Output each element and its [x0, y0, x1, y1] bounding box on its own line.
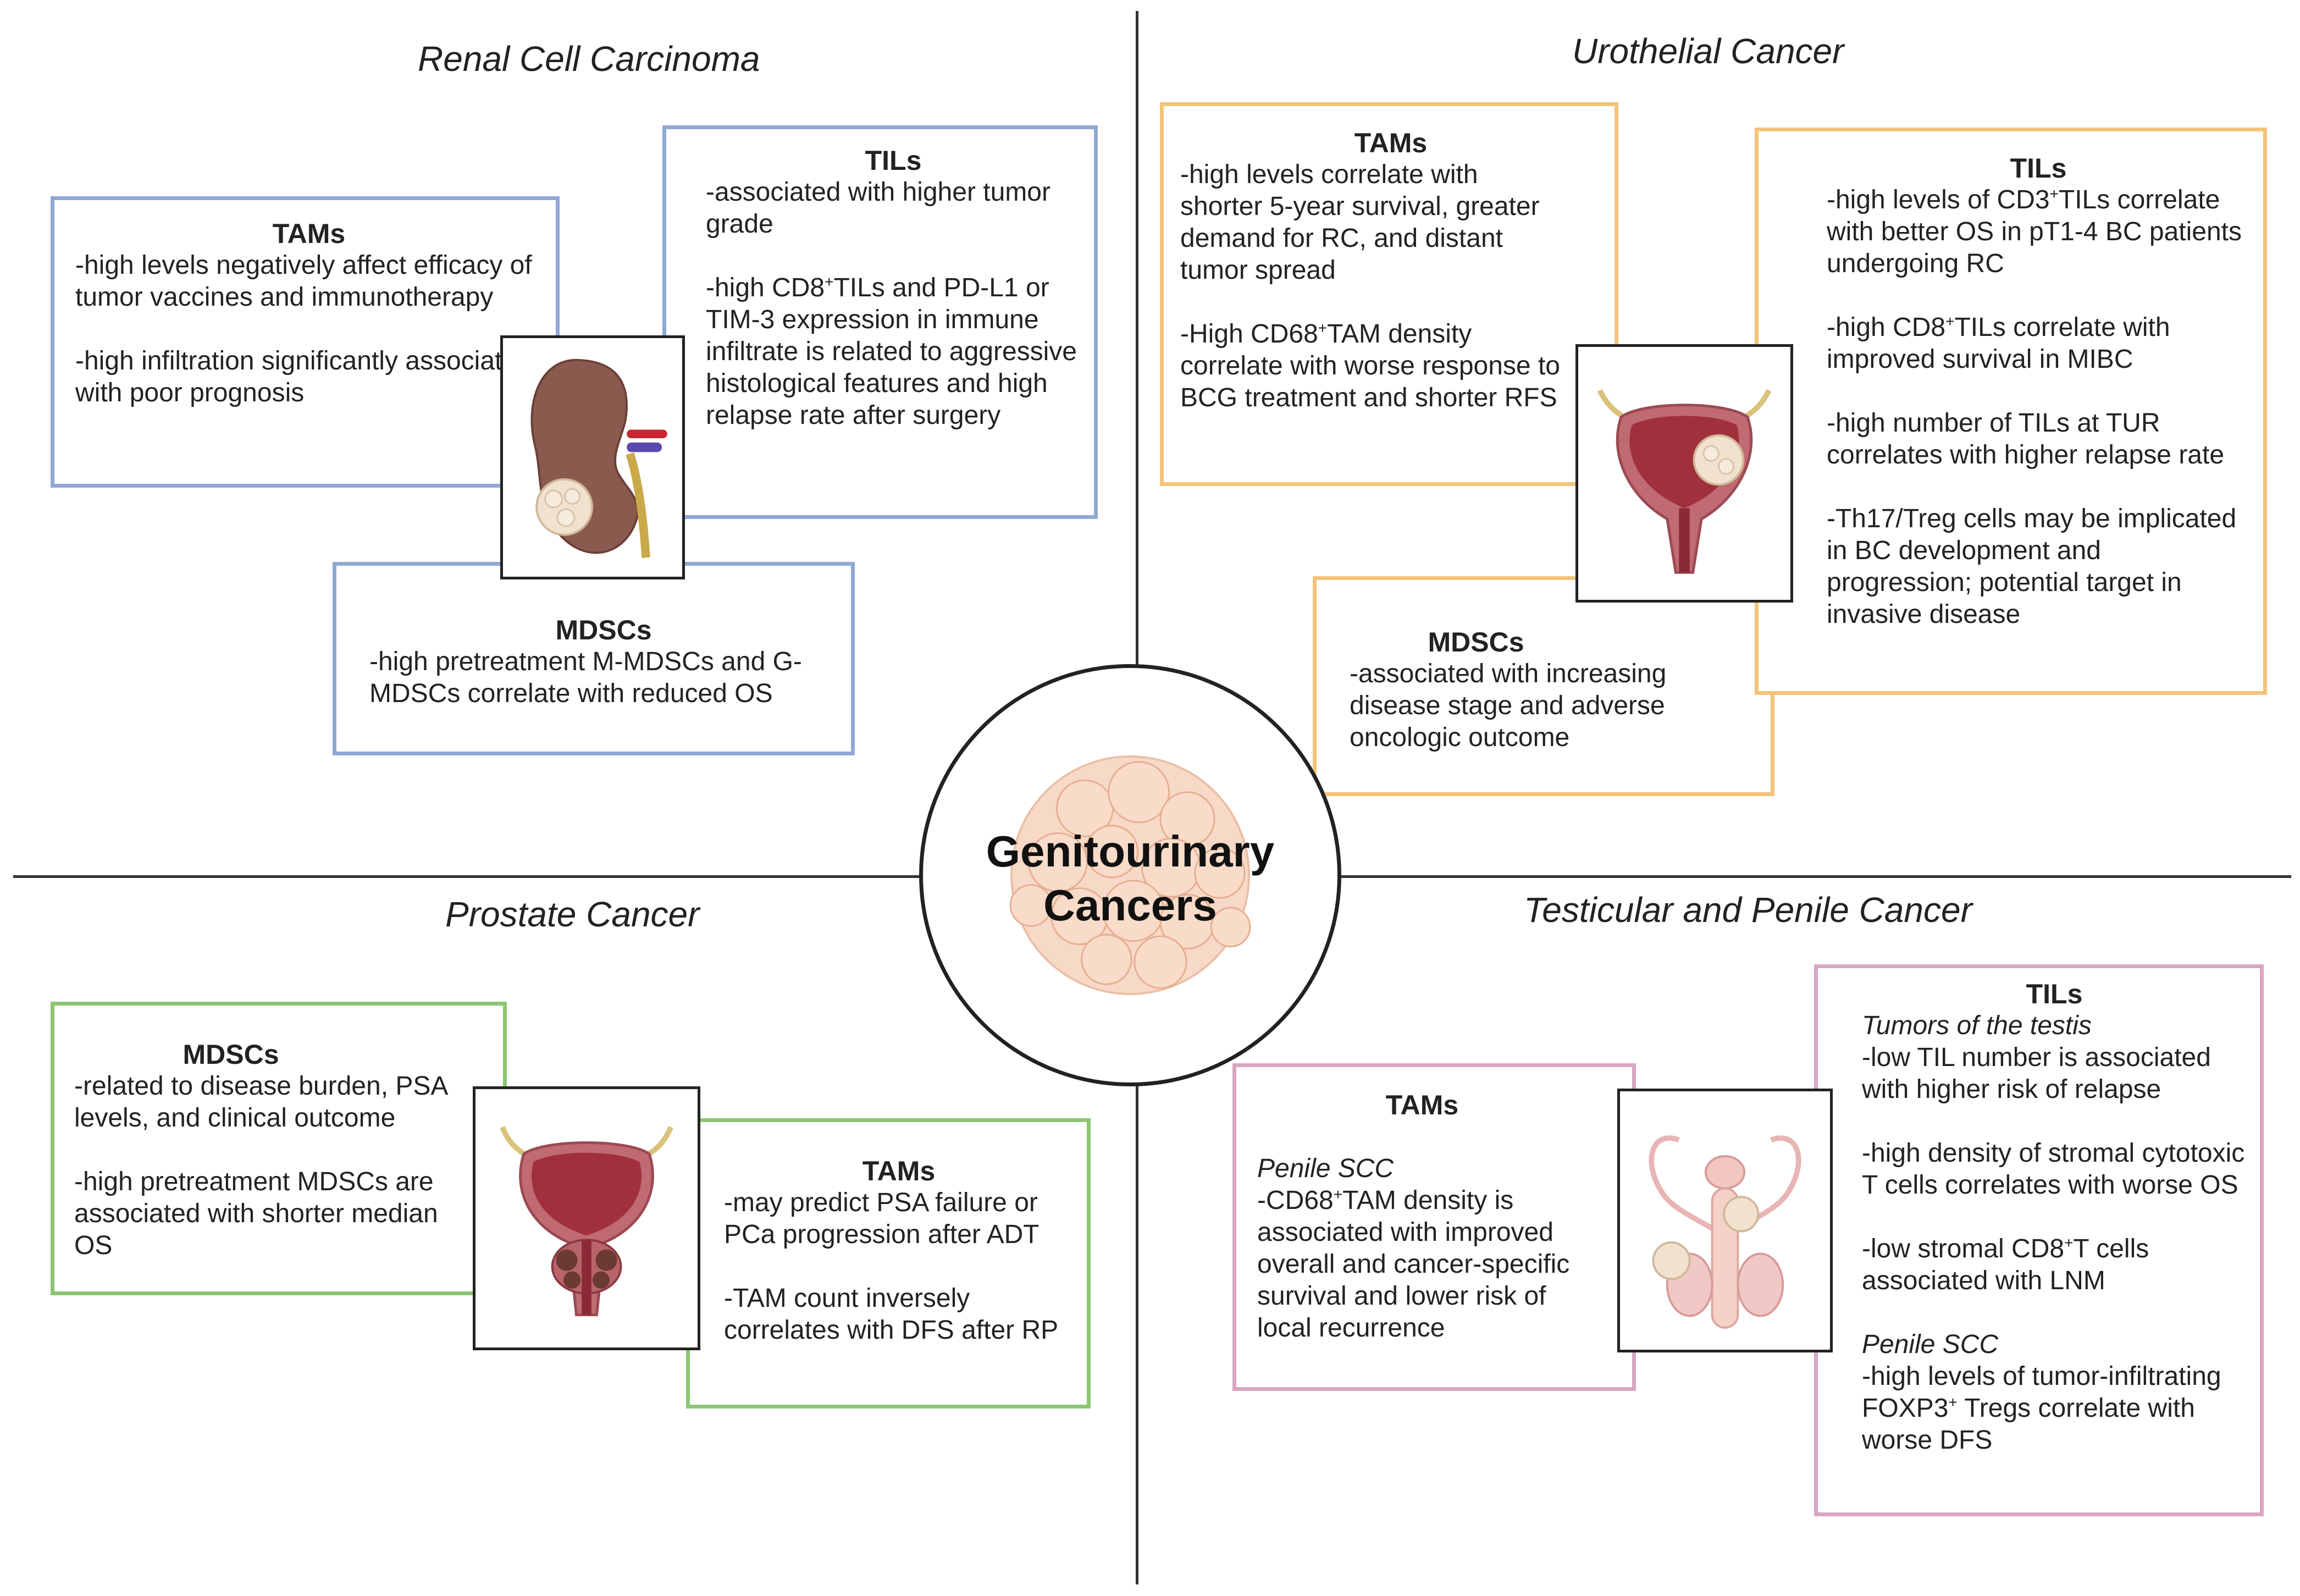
bladder-icon: [1597, 389, 1772, 574]
horizontal-divider-right: [1340, 875, 2291, 878]
tumor-cell-cluster-icon: [1009, 755, 1251, 995]
pc-tams-p1: -may predict PSA failure or PCa progress…: [724, 1188, 1040, 1249]
tpc-tils-testis-subheading: Tumors of the testis: [1862, 1011, 2092, 1040]
uc-tils-p2: -high CD8+TILs correlate with improved s…: [1827, 313, 2170, 374]
tpc-tils-penile-subheading: Penile SCC: [1862, 1330, 1999, 1359]
uc-tams-p2: -High CD68+TAM density correlate with wo…: [1180, 319, 1560, 412]
rcc-tils-p1: -associated with higher tumor grade: [706, 178, 1051, 239]
uc-tams-heading: TAMs: [1354, 128, 1428, 158]
rcc-tams-heading: TAMs: [272, 218, 346, 249]
uc-mdscs-box: MDSCs -associated with increasing diseas…: [1313, 576, 1774, 796]
center-circle: Genitourinary Cancers: [919, 664, 1341, 1086]
kidney-icon: [530, 358, 667, 558]
uc-tils-p4: -Th17/Treg cells may be implicated in BC…: [1827, 504, 2237, 629]
rcc-mdscs-p1: -high pretreatment M-MDSCs and G-MDSCs c…: [369, 647, 802, 708]
rcc-mdscs-heading: MDSCs: [555, 615, 652, 645]
rcc-tils-heading: TILs: [865, 145, 922, 176]
uc-title: Urothelial Cancer: [1572, 31, 1844, 71]
rcc-tams-p2: -high infiltration significantly associa…: [75, 346, 530, 407]
pc-mdscs-p2: -high pretreatment MDSCs are associated …: [74, 1167, 438, 1260]
rcc-tils-p2: -high CD8+TILs and PD-L1 or TIM-3 expres…: [706, 273, 1077, 430]
pc-tams-heading: TAMs: [862, 1156, 936, 1186]
rcc-mdscs-box: MDSCs -high pretreatment M-MDSCs and G-M…: [333, 562, 855, 755]
uc-tils-heading: TILs: [2010, 153, 2067, 184]
center-title-line2: Cancers: [1043, 881, 1217, 930]
horizontal-divider-left: [13, 875, 920, 878]
rcc-tams-p1: -high levels negatively affect efficacy …: [75, 251, 532, 312]
male-reproductive-image: [1617, 1089, 1833, 1352]
uc-tams-box: TAMs -high levels correlate with shorter…: [1160, 102, 1618, 486]
center-title-line1: Genitourinary: [986, 827, 1275, 876]
uc-mdscs-heading: MDSCs: [1428, 627, 1524, 658]
tpc-tils-p2: -high density of stromal cytotoxic T cel…: [1862, 1139, 2245, 1200]
bladder-image: [1575, 344, 1793, 603]
pc-tams-box: TAMs -may predict PSA failure or PCa pro…: [686, 1118, 1091, 1409]
prostate-image: [473, 1086, 700, 1350]
prostate-icon: [500, 1126, 673, 1317]
uc-tils-box: TILs -high levels of CD3+TILs correlate …: [1755, 128, 2267, 695]
uc-mdscs-p1: -associated with increasing disease stag…: [1350, 659, 1667, 752]
male-reproductive-icon: [1649, 1135, 1801, 1329]
rcc-tams-box: TAMs -high levels negatively affect effi…: [51, 196, 560, 488]
tpc-title: Testicular and Penile Cancer: [1524, 890, 1972, 930]
pc-mdscs-box: MDSCs -related to disease burden, PSA le…: [51, 1002, 507, 1295]
pc-title: Prostate Cancer: [445, 894, 700, 934]
vertical-divider-top: [1136, 11, 1138, 665]
tpc-tams-heading: TAMs: [1385, 1090, 1459, 1120]
tpc-tils-p4: -high levels of tumor-infiltrating FOXP3…: [1862, 1362, 2221, 1455]
tpc-tils-p3: -low stromal CD8+T cells associated with…: [1862, 1234, 2149, 1295]
kidney-image: [500, 335, 685, 579]
pc-mdscs-p1: -related to disease burden, PSA levels, …: [74, 1072, 447, 1133]
tpc-tams-p1: -CD68+TAM density is associated with imp…: [1257, 1186, 1570, 1343]
uc-tils-p1: -high levels of CD3+TILs correlate with …: [1827, 185, 2242, 278]
pc-mdscs-heading: MDSCs: [183, 1039, 279, 1070]
uc-tams-p1: -high levels correlate with shorter 5-ye…: [1180, 160, 1540, 285]
tpc-tils-p1: -low TIL number is associated with highe…: [1862, 1043, 2211, 1104]
pc-tams-p2: -TAM count inversely correlates with DFS…: [724, 1284, 1059, 1345]
rcc-title: Renal Cell Carcinoma: [418, 39, 760, 79]
tpc-tams-subheading: Penile SCC: [1257, 1154, 1394, 1183]
tpc-tams-box: TAMs Penile SCC -CD68+TAM density is ass…: [1232, 1063, 1636, 1391]
uc-tils-p3: -high number of TILs at TUR correlates w…: [1827, 408, 2225, 470]
vertical-divider-bottom: [1136, 1084, 1138, 1584]
rcc-tils-box: TILs -associated with higher tumor grade…: [662, 125, 1098, 519]
tpc-tils-heading: TILs: [2026, 979, 2083, 1009]
tpc-tils-box: TILs Tumors of the testis -low TIL numbe…: [1814, 964, 2264, 1516]
